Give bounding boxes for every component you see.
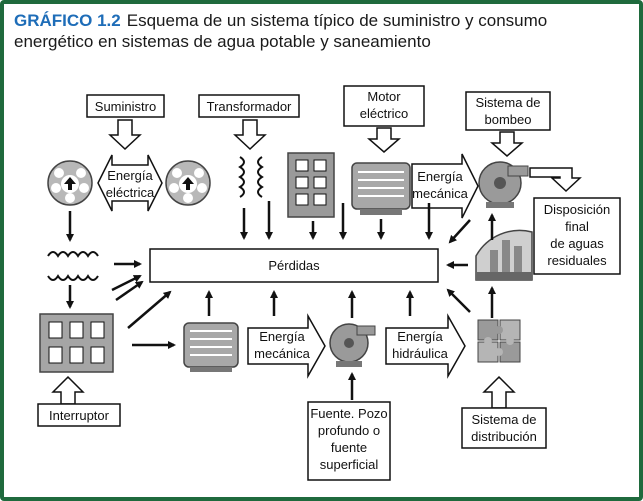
energia-mecanica-top-arrow: Energía mecánica <box>411 153 479 219</box>
energia-mecanica-top-label-2: mecánica <box>412 186 468 201</box>
hollow-arrow-to-disposicion <box>529 167 582 193</box>
switchgear-cabinet-bottom-icon <box>39 313 114 373</box>
meter-icon-left <box>47 160 93 206</box>
fuente-label-3: fuente <box>331 440 367 455</box>
distribution-puzzle-icon <box>477 319 521 363</box>
pump-bottom-icon <box>329 323 376 367</box>
energia-electrica-label-1: Energía <box>107 168 153 183</box>
sistema-distribucion-label-1: Sistema de <box>471 412 536 427</box>
energia-mecanica-bottom-arrow: Energía mecánica <box>247 313 326 379</box>
fuente-box: Fuente. Pozo profundo o fuente superfici… <box>307 401 391 481</box>
switchgear-cabinet-top-icon <box>287 152 335 218</box>
energia-electrica-label-2: eléctrica <box>106 185 155 200</box>
hollow-arrow-up-distribucion <box>482 375 516 409</box>
hollow-arrow-motor <box>366 127 402 153</box>
perdidas-label: Pérdidas <box>268 258 320 273</box>
motor-electrico-label-2: eléctrico <box>360 106 408 121</box>
disposicion-label-4: residuales <box>547 253 607 268</box>
hollow-arrow-up-interruptor <box>51 375 85 405</box>
energia-hidraulica-arrow: Energía hidráulica <box>385 313 466 379</box>
hollow-arrow-bombeo <box>489 131 525 157</box>
electric-motor-bottom-icon <box>183 322 239 372</box>
sistema-distribucion-label-2: distribución <box>471 429 537 444</box>
transformer-coil-left-icon <box>47 251 99 281</box>
sistema-distribucion-box: Sistema de distribución <box>461 407 547 449</box>
left-flow-arrows <box>66 211 176 349</box>
disposicion-label-2: final <box>565 219 589 234</box>
sistema-bombeo-box: Sistema de bombeo <box>465 91 551 131</box>
fuente-label-2: profundo o <box>318 423 380 438</box>
fuente-label-1: Fuente. Pozo <box>310 406 387 421</box>
interruptor-label: Interruptor <box>49 408 110 423</box>
disposicion-label-1: Disposición <box>544 202 610 217</box>
sistema-bombeo-label-1: Sistema de <box>475 95 540 110</box>
disposicion-final-box: Disposición final de aguas residuales <box>533 197 621 275</box>
energia-hidraulica-label-2: hidráulica <box>392 346 448 361</box>
energia-mecanica-bottom-label-2: mecánica <box>254 346 310 361</box>
electric-motor-top-icon <box>351 162 411 215</box>
treatment-plant-icon <box>475 229 533 281</box>
loss-arrows-top <box>240 201 471 244</box>
fuente-label-4: superficial <box>320 457 379 472</box>
perdidas-box: Pérdidas <box>149 248 439 283</box>
suministro-label: Suministro <box>95 99 156 114</box>
motor-electrico-box: Motor eléctrico <box>343 85 425 127</box>
disposicion-label-3: de aguas <box>550 236 604 251</box>
sistema-bombeo-label-2: bombeo <box>485 112 532 127</box>
hollow-arrow-transformador <box>233 119 267 151</box>
interruptor-box: Interruptor <box>37 403 121 427</box>
pump-top-icon <box>478 161 529 208</box>
meter-icon-right <box>165 160 211 206</box>
energia-electrica-arrow: Energía eléctrica <box>97 154 163 212</box>
figure-title: Esquema de un sistema típico de suminist… <box>14 11 548 51</box>
figure-number: GRÁFICO 1.2 <box>14 11 121 30</box>
hollow-arrow-suministro <box>108 119 142 151</box>
transformer-coil-icon <box>238 156 264 198</box>
energia-hidraulica-label-1: Energía <box>397 329 443 344</box>
motor-electrico-label-1: Motor <box>367 89 401 104</box>
suministro-box: Suministro <box>86 94 165 118</box>
energia-mecanica-top-label-1: Energía <box>417 169 463 184</box>
loss-arrows-bottom <box>205 213 496 400</box>
transformador-box: Transformador <box>198 94 300 118</box>
transformador-label: Transformador <box>207 99 292 114</box>
energia-mecanica-bottom-label-1: Energía <box>259 329 305 344</box>
